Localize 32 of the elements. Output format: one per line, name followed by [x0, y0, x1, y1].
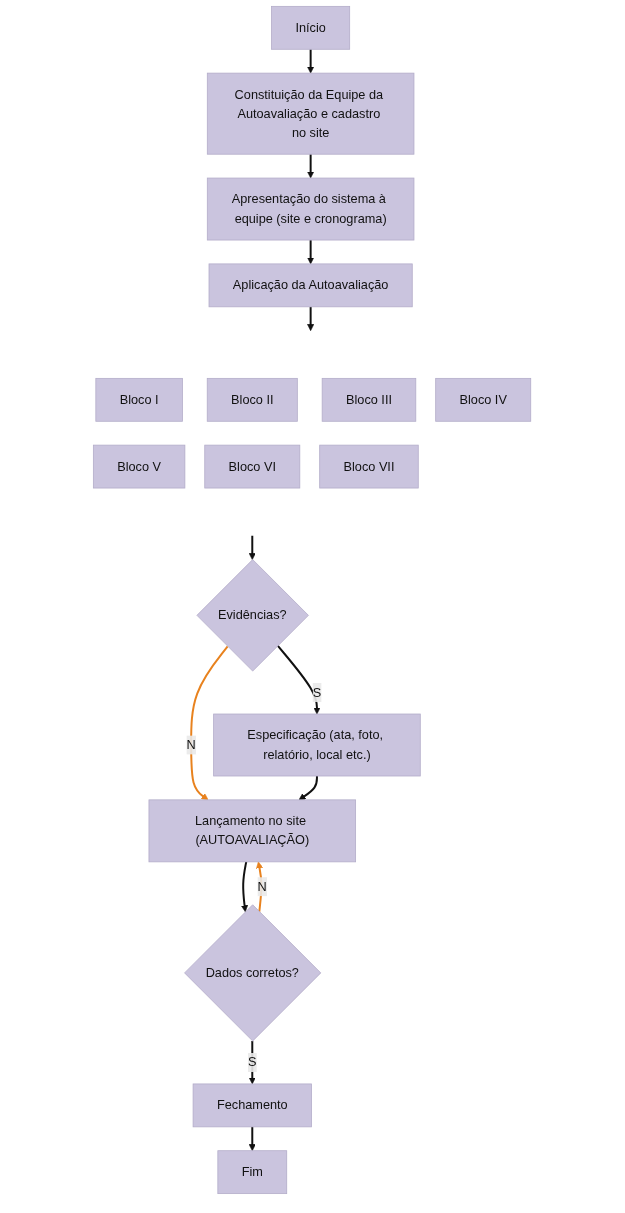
node-box: Fechamento	[193, 1083, 313, 1128]
node-box: Bloco II	[207, 377, 299, 422]
node-box: Especificação (ata, foto, relatório, local etc.)	[213, 713, 422, 777]
arrow	[307, 48, 315, 74]
arrow	[249, 534, 257, 560]
arrow	[307, 153, 315, 179]
node-box: Bloco VII	[319, 444, 420, 489]
node-box: Aplicação da Autoavaliação	[209, 263, 414, 308]
node-box: Bloco VI	[204, 444, 301, 489]
arrow	[307, 305, 315, 331]
arrow	[249, 1125, 257, 1151]
arrow	[277, 644, 321, 715]
node-diamond: Evidências?	[197, 559, 310, 672]
node-box: Constituição da Equipe da Autoavaliação e cadastro no site	[207, 72, 415, 155]
edge-label: S	[248, 1055, 257, 1069]
arrow	[241, 860, 249, 913]
node-box: Bloco III	[322, 377, 417, 422]
arrow	[190, 645, 230, 801]
arrow	[256, 861, 264, 913]
node-diamond: Dados corretos?	[184, 904, 322, 1042]
arrow	[307, 239, 315, 265]
node-box: Fim	[217, 1150, 288, 1195]
arrow	[299, 775, 319, 801]
node-box: Bloco I	[95, 377, 184, 422]
node-box: Apresentação do sistema à equipe (site e cronograma)	[207, 177, 415, 241]
node-box: Início	[271, 5, 351, 50]
edge-label: S	[313, 685, 322, 699]
node-box: Bloco IV	[435, 377, 532, 422]
node-box: Bloco V	[93, 444, 186, 489]
edge-label: N	[187, 737, 197, 752]
edge-label: N	[258, 879, 268, 894]
node-box: Lançamento no site (AUTOAVALIAÇÃO)	[149, 799, 357, 863]
